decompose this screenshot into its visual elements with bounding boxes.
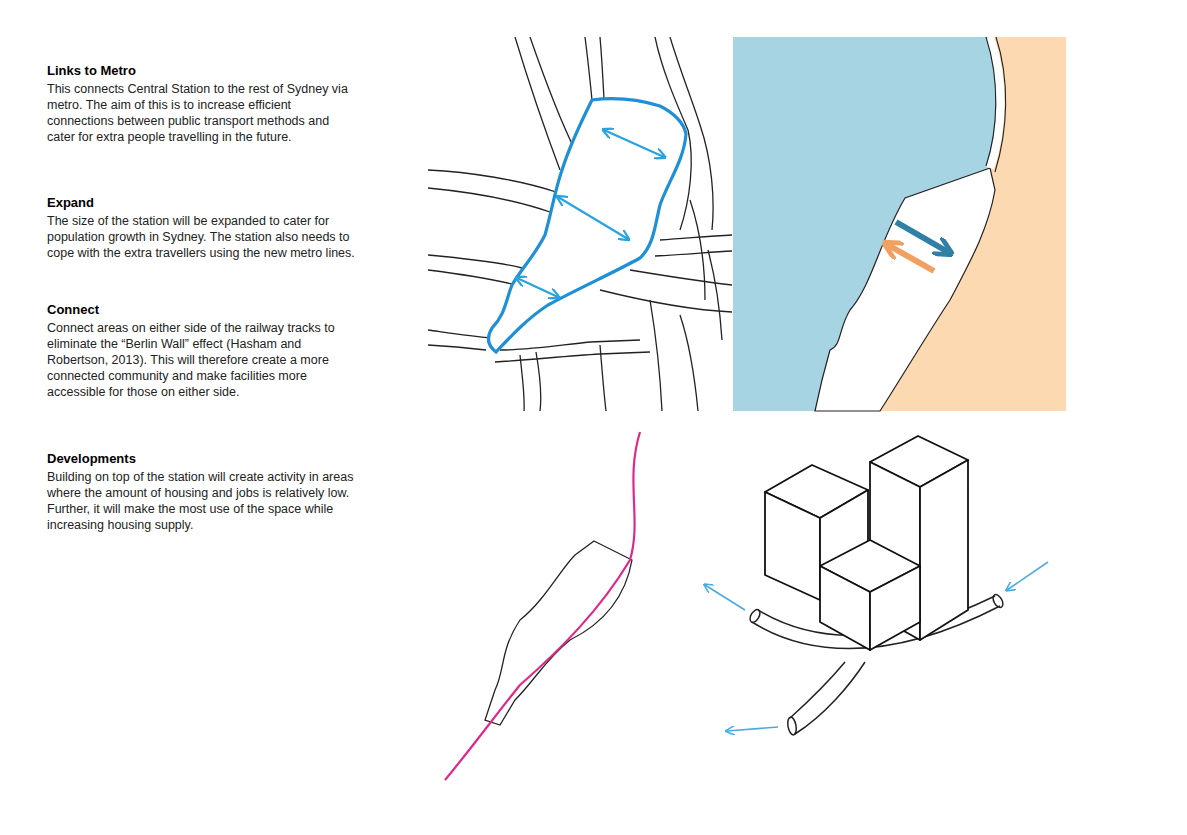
building-face [765,492,820,600]
street [600,345,606,411]
street [428,255,522,268]
street [500,340,640,350]
rail-edge [995,37,1006,172]
section-body: This connects Central Station to the res… [47,81,357,145]
street [495,352,650,362]
tube-end [786,716,797,735]
building-face [870,566,920,650]
flow-arrow [727,727,778,731]
section-heading: Links to Metro [47,63,357,79]
expansion-arrow [604,130,664,157]
street [680,315,698,411]
street [428,188,550,212]
flow-arrow [1007,562,1048,590]
section-body: Connect areas on either side of the rail… [47,320,357,400]
street [428,270,512,284]
station-outline [489,99,686,352]
railway-line [445,432,640,780]
street [600,37,604,99]
buildings [765,436,968,650]
street [428,345,486,350]
street [585,37,592,100]
section-heading: Developments [47,451,357,467]
street [600,290,732,312]
tube-end [991,593,1005,609]
street [660,235,732,240]
section-heading: Connect [47,302,357,318]
section-heading: Expand [47,195,357,211]
street [650,300,662,411]
connect-arrow [888,245,934,271]
street [515,37,560,170]
tube-edge [795,662,865,734]
rail-edge [986,37,996,166]
section-body: The size of the station will be expanded… [47,213,357,261]
flow-arrow [705,585,745,610]
street [690,200,705,300]
connect-arrow [896,222,948,252]
building-face [920,460,968,640]
street [630,270,732,285]
west-side-area [733,37,1001,411]
station-outline [485,541,632,725]
street [530,37,575,150]
tube-end [748,608,762,624]
street [428,330,492,338]
tube-edge [790,662,845,718]
street [708,250,722,340]
expansion-arrow [517,278,558,297]
street [655,251,732,256]
station-strip [815,168,995,411]
street [428,170,556,192]
street [536,352,541,411]
section-body: Building on top of the station will crea… [47,469,357,533]
street [520,355,524,411]
expansion-arrow [558,197,628,239]
east-side-area [733,37,1066,411]
street-map [428,37,732,411]
building-face [820,566,870,650]
